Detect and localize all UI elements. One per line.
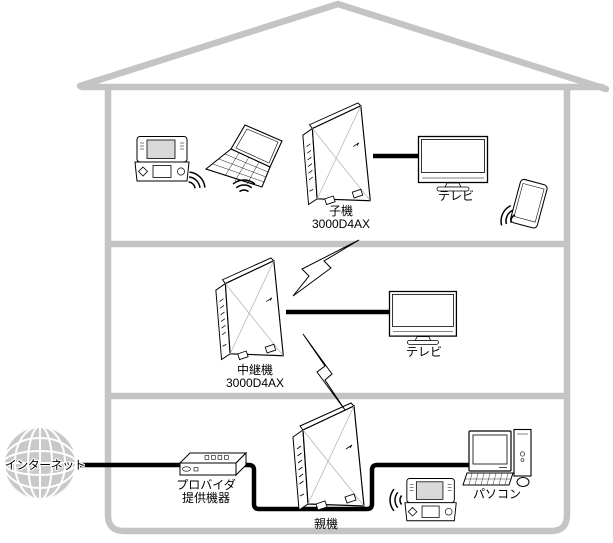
tv-floor2-label: テレビ	[405, 345, 443, 359]
wireless-link-bolt-icon	[302, 333, 346, 411]
tv-floor1-label: テレビ	[437, 189, 475, 203]
smartphone-icon	[509, 178, 549, 230]
tv-icon	[388, 290, 458, 345]
desktop-pc-icon	[462, 428, 532, 488]
repeater-label: 中継機 3000D4AX	[226, 364, 284, 390]
walls-line	[104, 83, 571, 535]
provider-label-line2: 提供機器	[181, 491, 230, 505]
child-router-label: 子機 3000D4AX	[312, 205, 370, 231]
tv-icon	[417, 135, 489, 192]
laptop-icon	[205, 124, 283, 188]
child-router-icon	[302, 102, 371, 206]
repeater-label-model: 3000D4AX	[225, 376, 285, 390]
ethernet-cables	[77, 153, 470, 512]
internet-globe-icon	[2, 425, 78, 501]
handheld-game-icon	[404, 478, 457, 522]
pc-label: パソコン	[472, 487, 522, 501]
cable-internet-to-router-to-pc	[77, 462, 470, 512]
internet-label: インターネット	[4, 458, 86, 472]
provider-label-line1: プロバイダ	[176, 478, 236, 492]
parent-router-icon	[292, 402, 365, 511]
parent-router-label: 親機	[313, 517, 339, 531]
child-router-label-name: 子機	[328, 204, 354, 218]
wifi-signal-icon	[389, 488, 403, 512]
child-router-label-model: 3000D4AX	[311, 217, 371, 231]
roof-line	[76, 0, 610, 93]
repeater-label-name: 中継機	[236, 363, 274, 377]
modem-icon	[179, 452, 247, 476]
wireless-link-bolt-icon	[292, 239, 360, 297]
house-outline	[76, 0, 610, 535]
repeater-router-icon	[215, 257, 284, 361]
provider-equipment-label: プロバイダ 提供機器	[176, 479, 236, 505]
handheld-game-icon	[134, 136, 190, 182]
